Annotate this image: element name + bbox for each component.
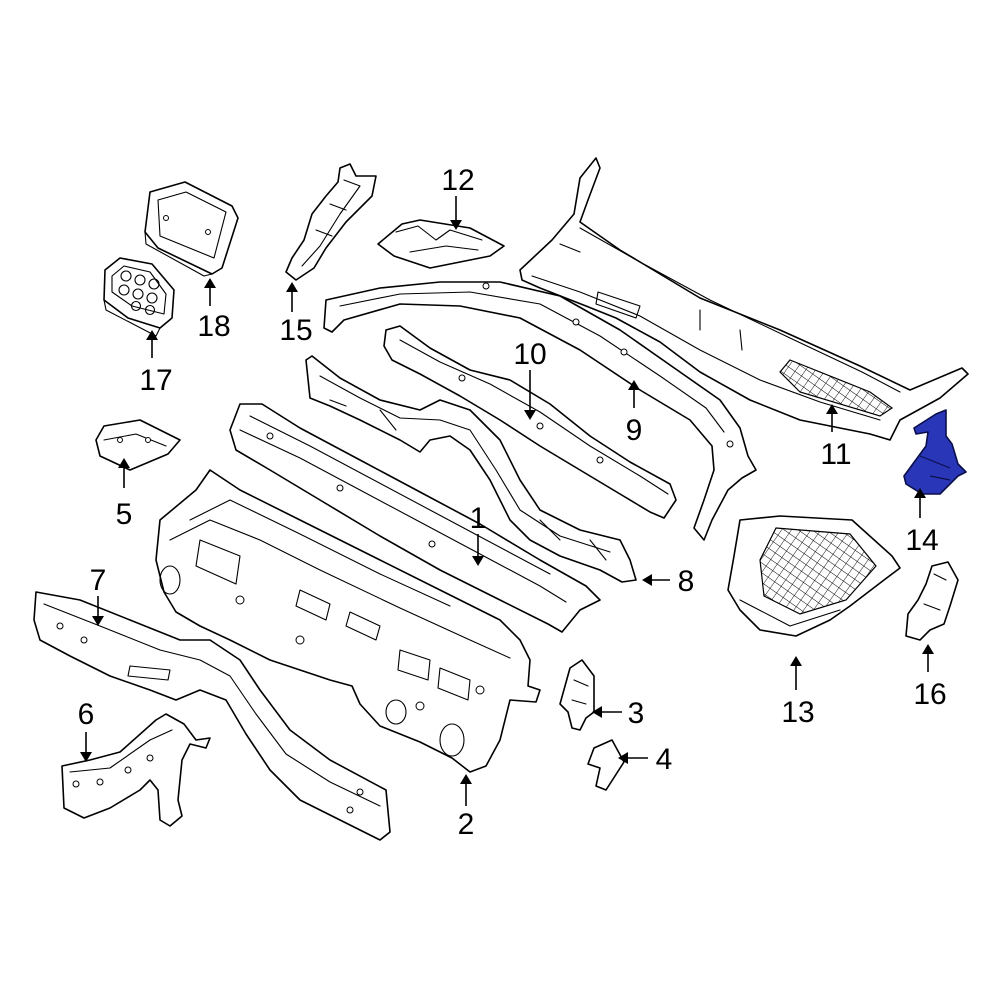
leader-lines (80, 196, 934, 806)
part-15-bracket (285, 163, 377, 281)
part-4-clip (587, 739, 625, 791)
callout-2: 2 (458, 808, 475, 841)
part-16-bracket (905, 561, 959, 641)
callout-14: 14 (905, 524, 938, 557)
part-13-inlet (727, 515, 901, 637)
part-1-cowl-top (229, 403, 601, 633)
part-17-grille (103, 257, 175, 337)
part-8-dash-upper (305, 355, 637, 583)
callout-3: 3 (628, 697, 645, 730)
callout-18: 18 (197, 310, 230, 343)
part-12-shield (377, 219, 505, 269)
part-3-bracket (559, 659, 595, 731)
part-5-bracket (95, 419, 181, 471)
callout-5: 5 (116, 498, 133, 531)
callout-11: 11 (820, 438, 851, 471)
part-10-reinforcement (383, 325, 677, 519)
callout-15: 15 (279, 314, 312, 347)
callout-17: 17 (139, 364, 172, 397)
part-7-rail (33, 591, 391, 841)
part-18-cover (144, 181, 239, 277)
part-6-bracket (61, 713, 211, 827)
part-9-cross-member (323, 281, 757, 541)
callout-8: 8 (678, 565, 695, 598)
part-11-cowl-panel (519, 157, 969, 441)
part-2-dash-panel (155, 469, 541, 773)
callout-labels: 1 2 3 4 5 6 7 8 9 10 11 12 13 14 15 16 1… (78, 164, 947, 841)
callout-16: 16 (913, 678, 946, 711)
callout-9: 9 (626, 414, 643, 447)
callout-12: 12 (441, 164, 474, 197)
callout-6: 6 (78, 698, 95, 731)
callout-1: 1 (470, 502, 487, 535)
part-14-bracket-highlighted (903, 409, 967, 495)
callout-13: 13 (781, 696, 814, 729)
callout-10: 10 (513, 338, 546, 371)
callout-7: 7 (90, 564, 107, 597)
callout-4: 4 (656, 743, 673, 776)
